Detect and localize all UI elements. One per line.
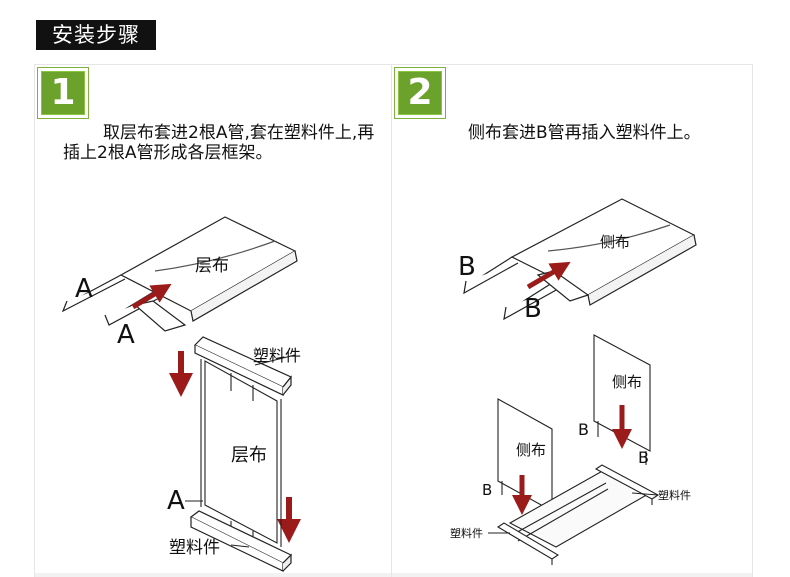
label-a-top: A [75, 274, 93, 304]
step-1-number: 1 [50, 72, 76, 113]
page-title: 安装步骤 [36, 20, 156, 50]
step-2-illustration: B B 侧布 侧布 B B 侧布 B B [450, 198, 697, 565]
step-1-text: 取层布套进2根A管,套在塑料件上,再插上2根A管形成各层框架。 [63, 123, 375, 163]
side-cloth-top-drawing [463, 198, 697, 321]
plastic-bottom-drawing [189, 510, 293, 572]
label-b-left: B [482, 481, 492, 499]
step-1-arrow-insert [131, 283, 172, 310]
label-plastic-right: 塑料件 [658, 488, 691, 502]
label-plastic-left: 塑料件 [450, 526, 483, 540]
label-plastic-top: 塑料件 [253, 346, 301, 365]
plastic-top-drawing [193, 336, 292, 396]
side-cloth-right-drawing [593, 334, 651, 465]
step-2-arrow-insert [526, 261, 571, 290]
step-2-text: 侧布套进B管再插入塑料件上。 [468, 123, 701, 143]
layer-cloth-frame-drawing [200, 359, 282, 547]
label-side-cloth-top: 侧布 [600, 233, 630, 251]
step-2-panel: 2 侧布套进B管再插入塑料件上。 B B 侧布 侧布 [391, 64, 753, 577]
panel-2-footer [392, 573, 752, 577]
step-1-illustration: A A 层布 塑料件 层布 A [61, 216, 301, 572]
step-1-panel: 1 取层布套进2根A管,套在塑料件上,再插上2根A管形成各层框架。 A A 层布 [34, 64, 396, 577]
label-a-bottom: A [167, 486, 185, 516]
label-side-cloth-left: 侧布 [516, 441, 546, 459]
panel-1-footer [35, 573, 395, 577]
label-b-top: B [458, 252, 476, 282]
label-layer-cloth-frame: 层布 [231, 445, 267, 466]
base-frame-drawing [496, 464, 660, 565]
label-side-cloth-right: 侧布 [612, 373, 642, 391]
label-plastic-bottom: 塑料件 [169, 538, 220, 558]
layer-cloth-top-drawing [61, 216, 298, 332]
label-b-right-2: B [638, 448, 649, 467]
step-1-badge: 1 [37, 67, 89, 119]
label-b-right: B [578, 420, 589, 439]
label-a-mid: A [117, 320, 135, 350]
label-layer-cloth-top: 层布 [195, 256, 229, 276]
label-b-mid: B [524, 294, 542, 324]
step-2-number: 2 [407, 72, 433, 113]
step-2-badge: 2 [394, 67, 446, 119]
plastic-top-leader [254, 354, 296, 366]
